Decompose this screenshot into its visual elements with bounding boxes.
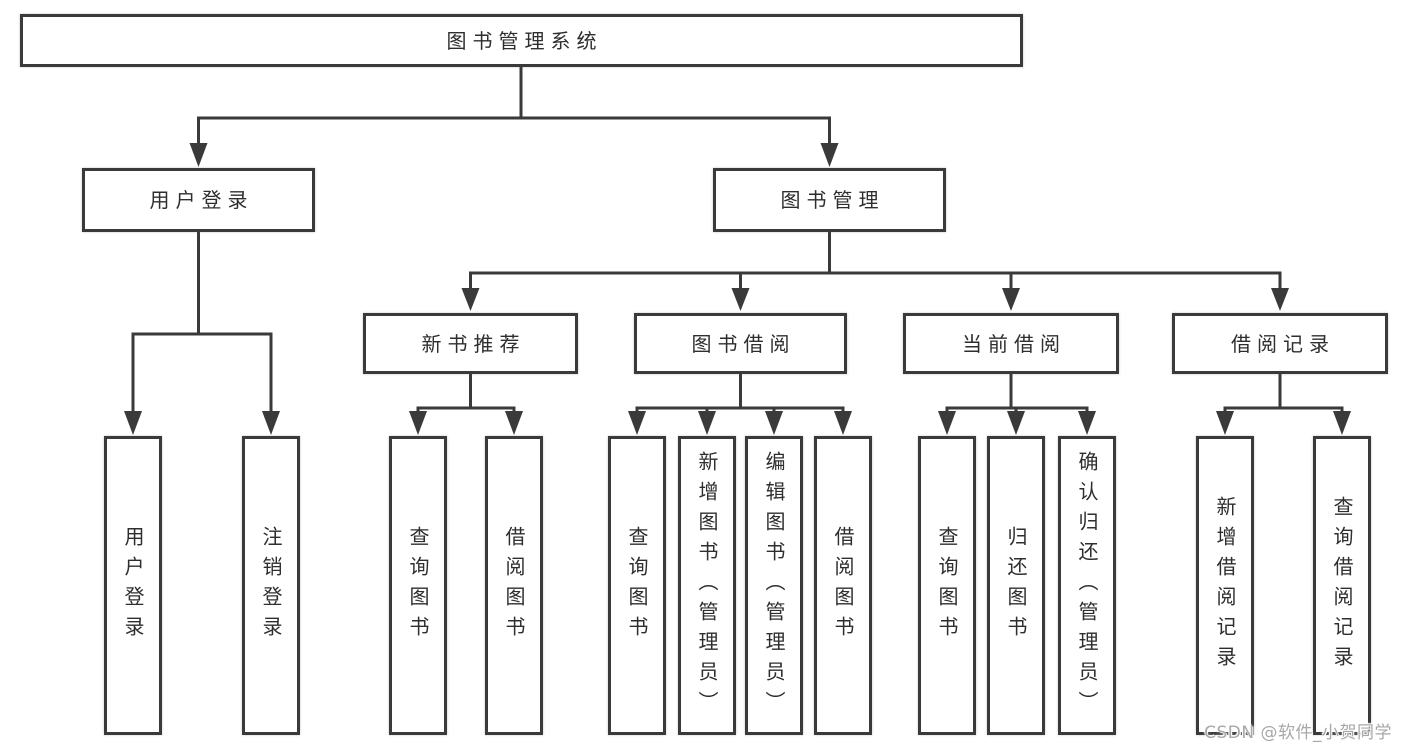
node-library-system: 图书管理系统 bbox=[20, 14, 1023, 67]
leaf-nb-query-books-label: 查询图书 bbox=[406, 525, 430, 646]
connector-book-management-to-level3 bbox=[461, 232, 1289, 311]
node-new-book-recommend-label: 新书推荐 bbox=[421, 331, 526, 356]
leaf-cur-query-books: 查询图书 bbox=[918, 436, 976, 735]
leaf-cur-return-books-label: 归还图书 bbox=[1004, 525, 1028, 646]
node-user-login: 用户登录 bbox=[82, 168, 315, 232]
node-borrow-records: 借阅记录 bbox=[1172, 313, 1388, 374]
leaf-cur-return-books: 归还图书 bbox=[987, 436, 1045, 735]
leaf-bw-edit-books-admin: 编辑图书（管理员） bbox=[745, 436, 803, 735]
leaf-logout: 注销登录 bbox=[242, 436, 300, 735]
leaf-nb-query-books: 查询图书 bbox=[389, 436, 447, 735]
leaf-rec-query-record-label: 查询借阅记录 bbox=[1330, 495, 1354, 676]
node-current-borrow: 当前借阅 bbox=[903, 313, 1119, 374]
connector-current-borrow-branch bbox=[938, 374, 1096, 435]
node-user-login-label: 用户登录 bbox=[149, 188, 254, 212]
leaf-rec-add-record: 新增借阅记录 bbox=[1196, 436, 1254, 735]
watermark: CSDN @软件_小贺同学 bbox=[1204, 723, 1392, 743]
leaf-bw-add-books-admin-label: 新增图书（管理员） bbox=[695, 450, 719, 721]
leaf-user-login-label: 用户登录 bbox=[121, 525, 145, 646]
leaf-bw-query-books-label: 查询图书 bbox=[625, 525, 649, 646]
connector-new-books-branch bbox=[409, 374, 523, 435]
node-book-borrow: 图书借阅 bbox=[634, 313, 847, 374]
leaf-nb-borrow-books: 借阅图书 bbox=[485, 436, 543, 735]
leaf-cur-confirm-return-admin-label: 确认归还（管理员） bbox=[1075, 450, 1099, 721]
node-new-book-recommend: 新书推荐 bbox=[363, 313, 578, 374]
connector-records-branch bbox=[1216, 374, 1351, 435]
connector-user-login-branch bbox=[124, 232, 280, 435]
leaf-user-login: 用户登录 bbox=[104, 436, 162, 735]
leaf-nb-borrow-books-label: 借阅图书 bbox=[502, 525, 526, 646]
node-borrow-records-label: 借阅记录 bbox=[1231, 331, 1335, 356]
leaf-rec-add-record-label: 新增借阅记录 bbox=[1213, 495, 1237, 676]
node-book-management-label: 图书管理 bbox=[780, 188, 885, 212]
leaf-bw-add-books-admin: 新增图书（管理员） bbox=[678, 436, 736, 735]
leaf-cur-query-books-label: 查询图书 bbox=[935, 525, 959, 646]
node-current-borrow-label: 当前借阅 bbox=[962, 331, 1066, 356]
node-book-management: 图书管理 bbox=[713, 168, 946, 232]
leaf-rec-query-record: 查询借阅记录 bbox=[1313, 436, 1371, 735]
leaf-bw-borrow-books-label: 借阅图书 bbox=[831, 525, 855, 646]
leaf-bw-query-books: 查询图书 bbox=[608, 436, 666, 735]
node-library-system-label: 图书管理系统 bbox=[446, 28, 603, 53]
leaf-cur-confirm-return-admin: 确认归还（管理员） bbox=[1058, 436, 1116, 735]
leaf-bw-borrow-books: 借阅图书 bbox=[814, 436, 872, 735]
connector-root-to-level2 bbox=[189, 67, 839, 167]
connector-borrowing-branch bbox=[628, 374, 852, 435]
node-book-borrow-label: 图书借阅 bbox=[691, 331, 796, 356]
leaf-logout-label: 注销登录 bbox=[259, 525, 283, 646]
leaf-bw-edit-books-admin-label: 编辑图书（管理员） bbox=[762, 450, 786, 721]
